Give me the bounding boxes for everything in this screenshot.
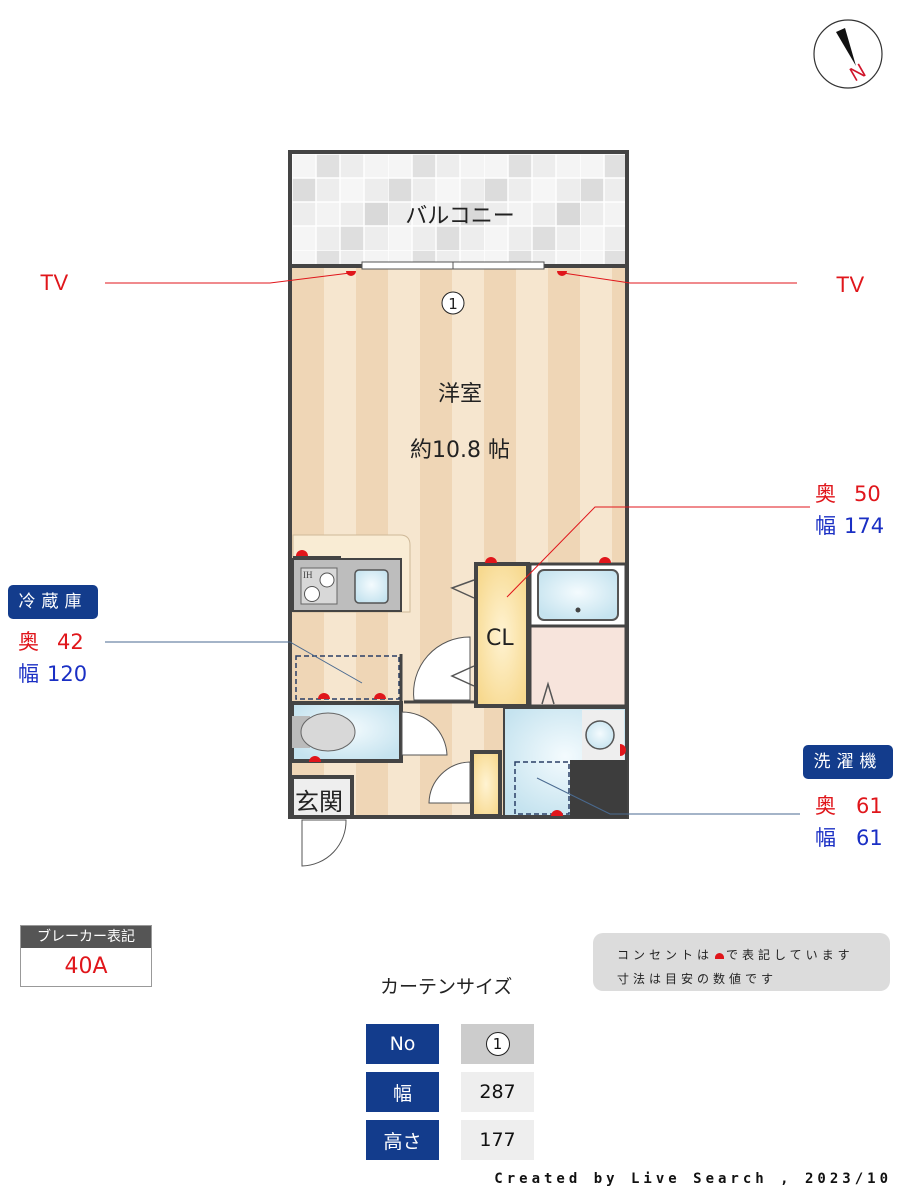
tv-label-right: TV bbox=[836, 272, 865, 297]
note-box: コンセントはで表記しています 寸法は目安の数値です bbox=[593, 933, 890, 991]
svg-text:玄関: 玄関 bbox=[295, 788, 343, 816]
room-name: 洋室 bbox=[437, 382, 482, 407]
svg-text:CL: CL bbox=[486, 626, 514, 651]
breaker-box: ブレーカー表記 40A bbox=[20, 925, 152, 987]
outlet-marker-icon bbox=[715, 952, 725, 959]
compass-north-icon: N bbox=[813, 19, 883, 89]
curtain-row-no: No 1 bbox=[366, 1024, 534, 1064]
balcony bbox=[288, 150, 629, 268]
washing-machine-badge: 洗濯機 bbox=[803, 745, 893, 779]
curtain-row-height: 高さ 177 bbox=[366, 1120, 534, 1160]
svg-text:1: 1 bbox=[448, 295, 458, 313]
room-size: 約10.8 帖 bbox=[410, 438, 510, 463]
breaker-value: 40A bbox=[64, 954, 108, 979]
breaker-title: ブレーカー表記 bbox=[21, 926, 151, 948]
footer-credit: Created by Live Search , 2023/10 bbox=[494, 1171, 892, 1187]
tv-label-left: TV bbox=[40, 270, 69, 295]
compass: N bbox=[812, 18, 884, 90]
curtain-size-table: No 1 幅 287 高さ 177 bbox=[366, 1024, 534, 1168]
balcony-label: バルコニー bbox=[405, 204, 515, 229]
outlet-markers bbox=[296, 271, 626, 816]
floor-plan: IH 玄関 CL bbox=[105, 150, 810, 867]
curtain-row-width: 幅 287 bbox=[366, 1072, 534, 1112]
refrigerator-badge: 冷蔵庫 bbox=[8, 585, 98, 619]
svg-text:IH: IH bbox=[303, 570, 313, 580]
curtain-size-title: カーテンサイズ bbox=[380, 976, 513, 998]
